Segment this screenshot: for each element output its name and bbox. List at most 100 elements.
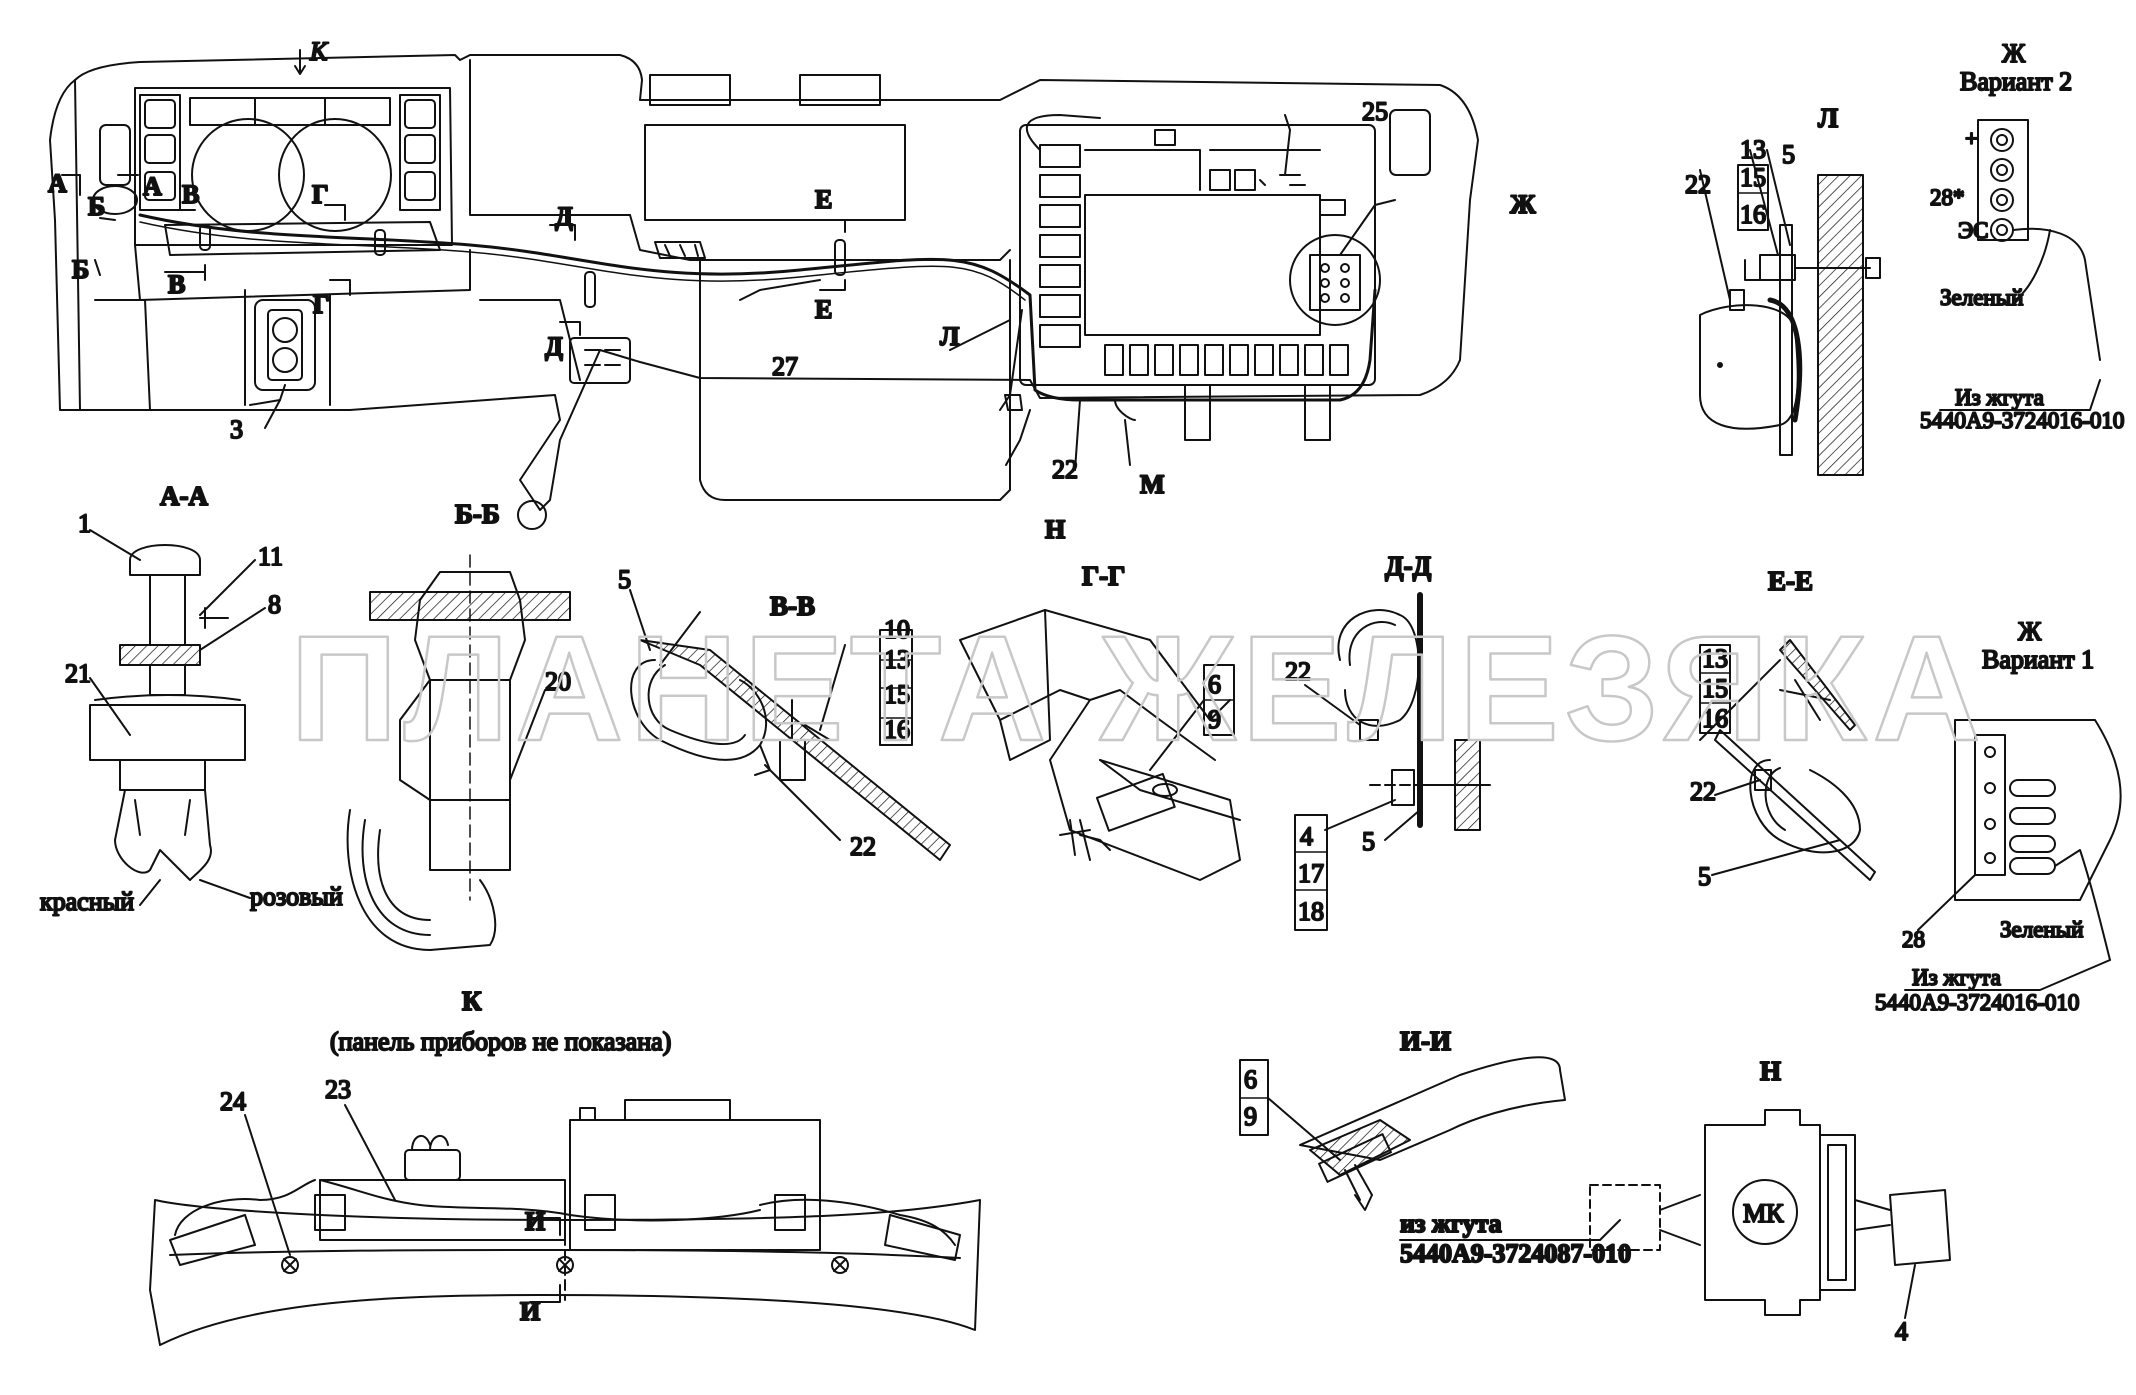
ee-stack-15: 15 <box>1702 674 1728 703</box>
ii-harness-no: 5440А9-3724087-010 <box>1400 1239 1631 1268</box>
section-dd: Д-Д 22 4 17 18 5 <box>1284 550 1491 931</box>
ii-title: И-И <box>1400 1026 1451 1056</box>
aa-title: А-А <box>160 481 208 511</box>
zh2-plus: + <box>1965 126 1978 151</box>
l-stack-15: 15 <box>1740 163 1766 192</box>
section-bb: Б-Б 20 <box>346 498 572 951</box>
dd-stack-4: 4 <box>1300 822 1313 851</box>
ee-stack-13: 13 <box>1702 644 1728 673</box>
vv-stack-13: 13 <box>884 645 910 674</box>
aa-wire-pink: розовый <box>250 882 343 911</box>
view-m-label: М <box>1140 470 1165 499</box>
cut-a-label-2: А <box>143 172 162 201</box>
dd-label-5: 5 <box>1362 827 1375 856</box>
vv-stack-15: 15 <box>884 680 910 709</box>
aa-wire-red: красный <box>40 887 134 916</box>
zh2-es: ЭС <box>1958 218 1989 243</box>
ee-label-5: 5 <box>1698 862 1711 891</box>
view-k: К (панель приборов не показана) И И 24 2… <box>149 985 981 1346</box>
ii-stack-6: 6 <box>1244 1065 1257 1094</box>
l-label-22: 22 <box>1685 170 1711 199</box>
aa-label-1: 1 <box>78 509 91 538</box>
zh1-variant: Вариант 1 <box>1982 645 2094 674</box>
l-stack-16: 16 <box>1740 200 1766 229</box>
ii-from-harness: из жгута <box>1400 1209 1502 1238</box>
l-label-5: 5 <box>1782 140 1795 169</box>
view-l-title: Л <box>1818 103 1838 133</box>
section-ee: Е-Е 13 15 16 22 5 <box>1689 565 1876 892</box>
k-cut-i-top: И <box>525 1207 545 1236</box>
vv-label-22: 22 <box>850 832 876 861</box>
k-cut-i-bottom: И <box>520 1297 540 1326</box>
zh1-title: Ж <box>2018 617 2042 646</box>
view-l-label: Л <box>940 322 959 351</box>
bb-title: Б-Б <box>455 499 500 529</box>
main-dashboard-view: К А А Б Б В В Г Г Д Д Е Е 25 Ж Л 27 3 22… <box>47 36 1537 545</box>
cut-a-label: А <box>48 169 67 198</box>
view-k-marker: К <box>309 37 329 66</box>
vv-label-5: 5 <box>618 565 631 594</box>
n-mk-label: МК <box>1743 1199 1784 1228</box>
view-zh-variant1: Ж Вариант 1 28 Зеленый Из жгута 5440А9-3… <box>1874 616 2122 1016</box>
ee-stack-16: 16 <box>1702 704 1728 733</box>
section-aa: А-А 1 11 8 21 красный розовый <box>39 480 344 917</box>
cut-g-label-2: Г <box>313 290 330 319</box>
n-label-4: 4 <box>1895 1317 1908 1346</box>
gg-title: Г-Г <box>1082 561 1125 591</box>
dd-label-22: 22 <box>1285 657 1311 686</box>
aa-label-8: 8 <box>268 590 281 619</box>
view-n-label: Н <box>1045 515 1065 544</box>
k-title: К <box>462 986 482 1016</box>
section-ii: И-И 6 9 из жгута 5440А9-3724087-010 <box>1239 1025 1632 1269</box>
n-title: Н <box>1760 1056 1781 1086</box>
cut-b-label: Б <box>88 192 105 221</box>
gg-stack-9: 9 <box>1208 705 1221 734</box>
cut-d-label-2: Д <box>545 332 563 361</box>
vv-title: В-В <box>770 591 815 621</box>
cut-v-label: В <box>182 180 199 209</box>
ii-stack-9: 9 <box>1244 1102 1257 1131</box>
view-zh-variant2: Ж Вариант 2 + 28* ЭС Зеленый Из жгута 54… <box>1919 38 2125 434</box>
cut-e-label: Е <box>815 185 832 214</box>
ee-label-22: 22 <box>1690 777 1716 806</box>
l-stack-13: 13 <box>1740 135 1766 164</box>
section-vv: В-В 5 10 13 15 16 22 <box>617 564 951 862</box>
dd-stack-17: 17 <box>1298 859 1324 888</box>
view-zh-label: Ж <box>1510 190 1536 219</box>
k-label-23: 23 <box>325 1075 351 1104</box>
section-gg: Г-Г 6 9 <box>959 560 1241 881</box>
watermark: ПЛАНЕТА ЖЕЛЕЗЯКА <box>290 604 1987 772</box>
aa-label-21: 21 <box>65 659 91 688</box>
gg-stack-6: 6 <box>1208 670 1221 699</box>
k-label-24: 24 <box>220 1087 246 1116</box>
section-cut-marks <box>61 49 846 336</box>
cut-e-label-2: Е <box>815 295 832 324</box>
cut-g-label: Г <box>312 180 329 209</box>
cut-b-label-2: Б <box>72 255 89 284</box>
zh1-from: Из жгута <box>1912 965 2001 990</box>
zh2-from: Из жгута <box>1955 385 2044 410</box>
zh2-part: 28* <box>1930 185 1965 210</box>
zh2-harness: 5440А9-3724016-010 <box>1920 408 2124 433</box>
part-3-label: 3 <box>230 415 243 444</box>
part-25-label: 25 <box>1362 97 1388 126</box>
zh1-harness: 5440А9-3724016-010 <box>1875 990 2079 1015</box>
view-n: Н МК 4 <box>1589 1055 1951 1347</box>
zh2-title: Ж <box>2002 39 2026 68</box>
cut-v-label-2: В <box>168 270 185 299</box>
part-27-label: 27 <box>772 352 798 381</box>
zh1-part: 28 <box>1902 927 1925 952</box>
part-22-label: 22 <box>1052 455 1078 484</box>
bb-label-20: 20 <box>545 667 571 696</box>
vv-stack-10: 10 <box>884 615 910 644</box>
vv-stack-16: 16 <box>884 715 910 744</box>
aa-label-11: 11 <box>258 542 283 571</box>
dd-title: Д-Д <box>1385 551 1432 581</box>
zh1-green: Зеленый <box>2000 917 2084 942</box>
dd-stack-18: 18 <box>1298 897 1324 926</box>
view-l: Л 22 5 13 15 16 <box>1684 102 1881 476</box>
ee-title: Е-Е <box>1768 566 1813 596</box>
cut-d-label: Д <box>555 202 573 231</box>
k-note: (панель приборов не показана) <box>330 1027 671 1056</box>
